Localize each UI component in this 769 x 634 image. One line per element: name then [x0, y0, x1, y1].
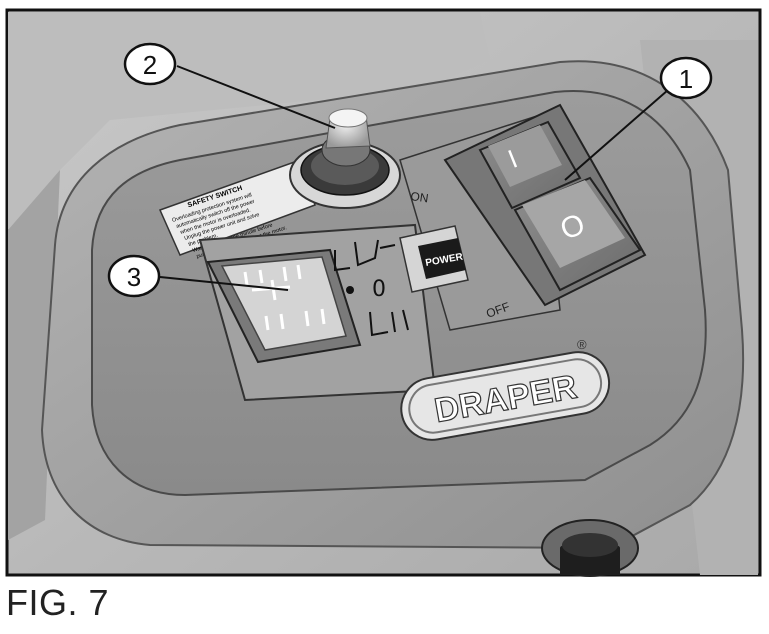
registered-mark: ® — [577, 337, 587, 352]
on-label: ON — [410, 189, 430, 205]
direction-diagram-dot — [346, 286, 354, 294]
direction-switch-symbols — [243, 264, 326, 331]
figure-caption: FIG. 7 — [6, 582, 110, 623]
safety-reset-button[interactable] — [289, 108, 401, 209]
direction-switch[interactable] — [206, 248, 362, 364]
power-badge: POWER — [399, 225, 469, 293]
callout-leaders — [159, 65, 669, 291]
power-cable — [541, 519, 639, 577]
direction-diagram-bottom — [369, 309, 409, 337]
callout-1: 1 — [659, 56, 713, 100]
callout-2: 2 — [123, 42, 177, 86]
direction-diagram-top — [334, 239, 396, 272]
direction-center-label: 0 — [372, 277, 386, 302]
callout-2-label: 2 — [143, 50, 157, 80]
on-button[interactable]: I — [478, 120, 582, 210]
callout-1-label: 1 — [679, 64, 693, 94]
callout-3-label: 3 — [127, 262, 141, 292]
callout-3: 3 — [107, 254, 161, 298]
safety-label-plate — [158, 159, 316, 256]
off-button[interactable]: O — [513, 176, 642, 292]
